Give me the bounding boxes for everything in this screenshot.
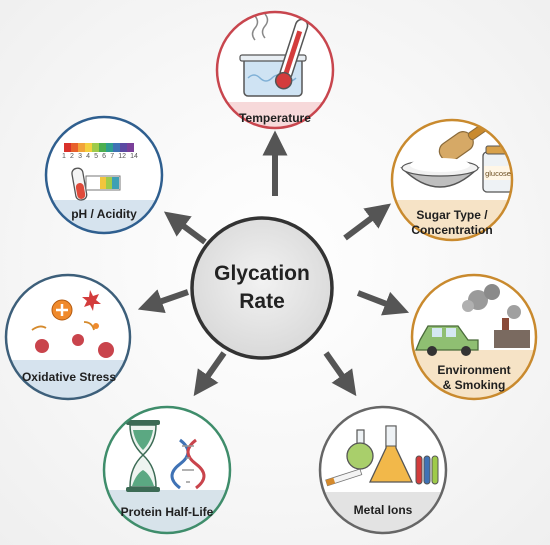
ph-num-3: 3 [78, 153, 82, 160]
ph-num-2: 2 [70, 153, 74, 160]
arrow-ph [163, 211, 207, 245]
ph-num-12: 12 [118, 153, 127, 160]
label-oxidative: Oxidative Stress [21, 370, 117, 384]
ph-num-7: 7 [110, 153, 115, 160]
label-halflife: Protein Half-Life [120, 505, 214, 519]
ph-num-1: 1 [62, 153, 66, 160]
label-sugar-line1: Sugar Type / [416, 208, 488, 222]
center-circle [190, 216, 334, 360]
center-title-line2: Rate [239, 290, 285, 313]
ph-num-4: 4 [86, 153, 90, 160]
ph-color-scale [64, 143, 134, 152]
arrow-environment [356, 290, 410, 316]
ph-num-5: 5 [94, 153, 99, 160]
node-ph [46, 117, 162, 233]
label-environment-line1: Environment [437, 363, 511, 377]
label-sugar-line2: Concentration [411, 223, 493, 237]
label-ph: pH / Acidity [71, 207, 137, 221]
arrow-sugar [343, 203, 392, 241]
ph-num-14: 14 [130, 153, 138, 160]
center-title-line1: Glycation [214, 261, 310, 285]
glucose-jar-label: glucose [485, 169, 511, 178]
label-environment: Environment & Smoking [424, 363, 524, 393]
arrow-halflife [193, 351, 227, 397]
node-halflife [104, 407, 230, 533]
label-temperature: Temperature [239, 111, 311, 125]
center-title: Glycation Rate [192, 218, 332, 358]
label-metal: Metal Ions [353, 503, 413, 517]
arrow-metal [323, 351, 357, 397]
label-environment-line2: & Smoking [442, 378, 506, 392]
arrows [137, 130, 410, 397]
arrow-oxidative [137, 289, 189, 314]
ph-num-6: 6 [102, 153, 107, 160]
label-sugar: Sugar Type / Concentration [397, 208, 507, 238]
ph-scale-numbers: 1 2 3 4 5 6 7 12 14 [62, 153, 138, 160]
